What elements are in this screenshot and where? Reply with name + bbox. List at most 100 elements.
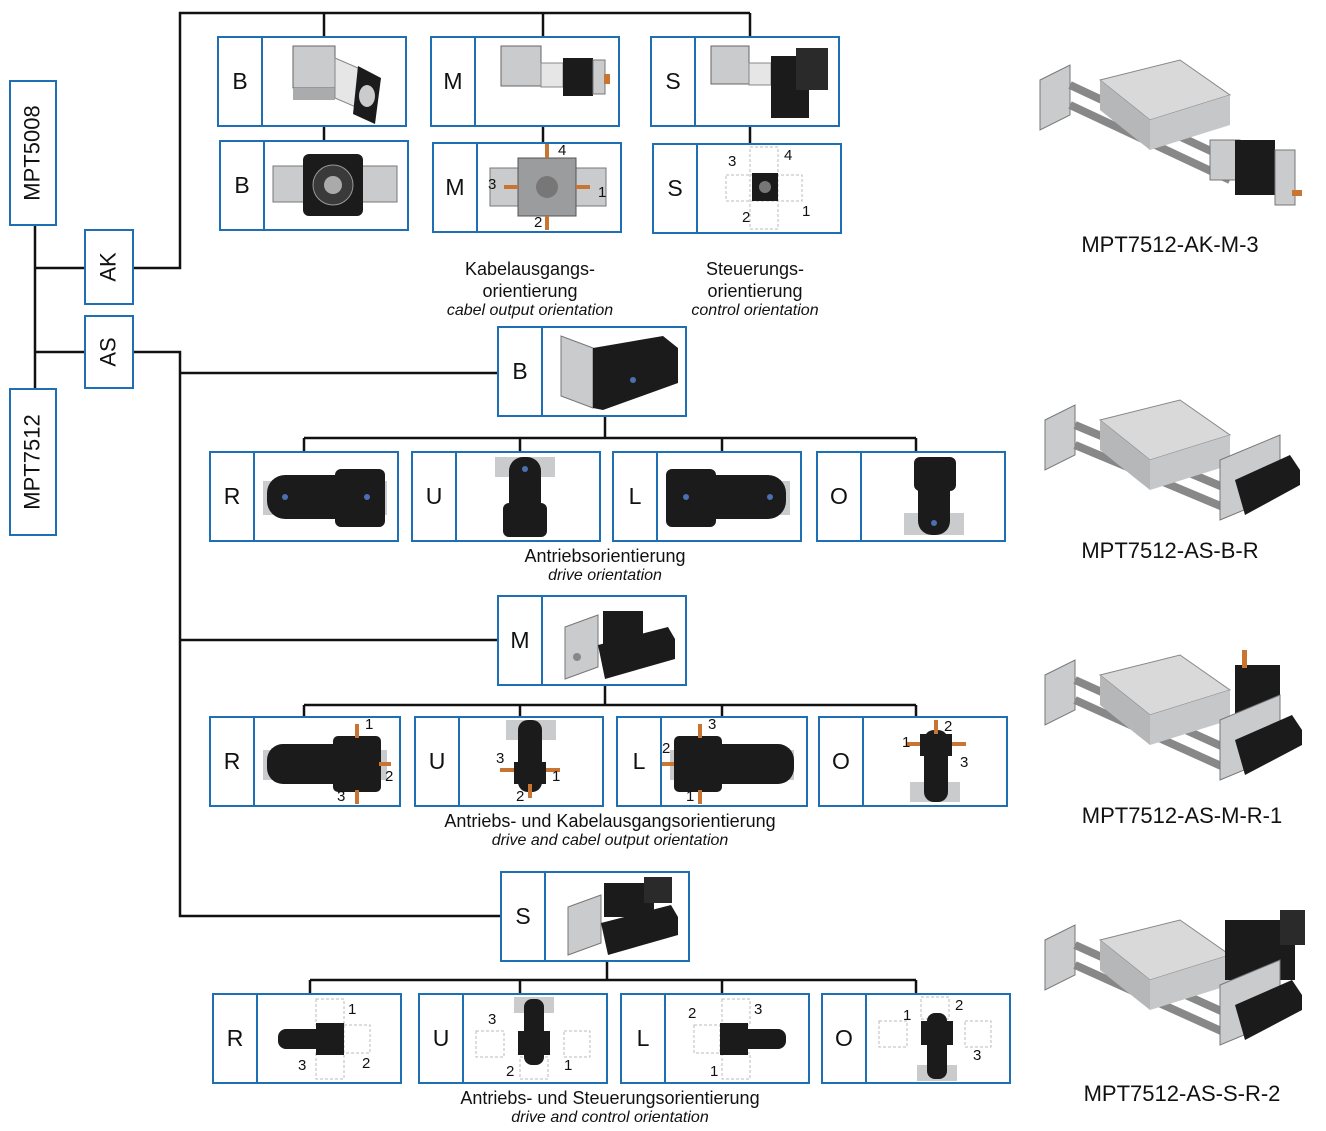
as-s-orientation-o: O 2 1 3	[821, 993, 1011, 1084]
orientation-number: 4	[784, 147, 792, 164]
as-m-orientation-l: L 3 2 1	[616, 716, 808, 807]
orientation-code: R	[214, 995, 258, 1082]
orientation-number: 3	[728, 153, 736, 170]
branch-label: AK	[96, 252, 122, 281]
orientation-number: 1	[552, 768, 560, 785]
as-variant-b: B	[497, 326, 687, 417]
variant-code: M	[434, 144, 478, 231]
orientation-number: 3	[960, 754, 968, 771]
orientation-number: 2	[385, 768, 393, 785]
variant-code: M	[432, 38, 476, 125]
branch-as: AS	[84, 315, 134, 389]
as-s-orientation-u: U 3 1 2	[418, 993, 608, 1084]
as-s-orientation-r: R 1 3 2	[212, 993, 402, 1084]
belt-drive-image	[543, 328, 685, 415]
product-label: MPT7512-AS-B-R	[1040, 538, 1300, 564]
gearbox-front-image	[265, 142, 407, 229]
orientation-code: L	[614, 453, 658, 540]
product-label: MPT7512-AS-M-R-1	[1052, 803, 1312, 829]
variant-code: M	[499, 597, 543, 684]
orientation-number: 2	[742, 209, 750, 226]
caption-en: drive and control orientation	[400, 1109, 820, 1127]
drive-u-image	[457, 453, 599, 540]
root-mpt7512: MPT7512	[9, 388, 57, 536]
orientation-code: O	[823, 995, 867, 1082]
ak-front-b: B	[219, 140, 409, 231]
ak-variant-s: S	[650, 36, 840, 127]
variant-code: B	[499, 328, 543, 415]
motor-front-image: 4 3 1 2	[478, 144, 620, 231]
as-b-orientation-l: L	[612, 451, 802, 542]
caption-de: Antriebsorientierung	[524, 546, 685, 566]
caption-de: Kabelausgangs- orientierung	[465, 259, 595, 301]
ak-front-s: S 3 4 2 1	[652, 143, 842, 234]
product-label: MPT7512-AS-S-R-2	[1052, 1081, 1312, 1107]
root-label: MPT5008	[20, 105, 46, 200]
root-label: MPT7512	[20, 414, 46, 509]
orientation-number: 2	[516, 788, 524, 805]
ak-front-m: M 4 3 1 2	[432, 142, 622, 233]
ak-variant-b: B	[217, 36, 407, 127]
drive-cable-o-image: 2 1 3	[864, 718, 1006, 805]
drive-control-r-image: 1 3 2	[258, 995, 400, 1082]
as-m-orientation-r: R 1 2 3	[209, 716, 401, 807]
orientation-number: 1	[686, 788, 694, 805]
orientation-code: O	[820, 718, 864, 805]
orientation-number: 3	[488, 1011, 496, 1028]
orientation-number: 1	[802, 203, 810, 220]
drive-o-image	[862, 453, 1004, 540]
drive-r-image	[255, 453, 397, 540]
as-b-orientation-r: R	[209, 451, 399, 542]
orientation-number: 1	[564, 1057, 572, 1074]
orientation-number: 2	[362, 1055, 370, 1072]
orientation-number: 2	[955, 997, 963, 1014]
orientation-code: R	[211, 453, 255, 540]
product-image-ak-m-3	[1030, 40, 1310, 225]
as-m-caption: Antriebs- und Kabelausgangsorientierung …	[400, 810, 820, 850]
orientation-number: 3	[488, 176, 496, 193]
motor-drive-image	[543, 597, 685, 684]
orientation-code: U	[413, 453, 457, 540]
variant-code: B	[219, 38, 263, 125]
variant-code: B	[221, 142, 265, 229]
orientation-code: L	[618, 718, 662, 805]
product-label: MPT7512-AK-M-3	[1040, 232, 1300, 258]
as-b-caption: Antriebsorientierung drive orientation	[430, 545, 780, 585]
orientation-number: 3	[298, 1057, 306, 1074]
drive-control-o-image: 2 1 3	[867, 995, 1009, 1082]
orientation-number: 4	[558, 144, 566, 159]
orientation-code: L	[622, 995, 666, 1082]
control-motor-image	[696, 38, 838, 125]
product-image-as-s-r-2	[1030, 900, 1310, 1060]
caption-de: Steuerungs- orientierung	[706, 259, 804, 301]
orientation-code: R	[211, 718, 255, 805]
variant-code: S	[654, 145, 698, 232]
product-image-as-b-r	[1030, 375, 1310, 535]
orientation-number: 2	[534, 214, 542, 231]
drive-control-l-image: 2 3 1	[666, 995, 808, 1082]
variant-code: S	[652, 38, 696, 125]
orientation-code: U	[420, 995, 464, 1082]
caption-en: drive orientation	[430, 567, 780, 585]
gearbox-image	[263, 38, 405, 125]
as-variant-m: M	[497, 595, 687, 686]
drive-l-image	[658, 453, 800, 540]
root-mpt5008: MPT5008	[9, 80, 57, 226]
as-b-orientation-o: O	[816, 451, 1006, 542]
orientation-code: O	[818, 453, 862, 540]
drive-cable-l-image: 3 2 1	[662, 718, 806, 805]
orientation-number: 2	[506, 1063, 514, 1080]
control-front-image: 3 4 2 1	[698, 145, 840, 232]
orientation-number: 3	[496, 750, 504, 767]
branch-label: AS	[96, 337, 122, 366]
orientation-number: 1	[710, 1063, 718, 1080]
drive-cable-r-image: 1 2 3	[255, 718, 399, 805]
caption-de: Antriebs- und Steuerungsorientierung	[460, 1088, 759, 1108]
orientation-number: 2	[944, 718, 952, 735]
caption-en: control orientation	[655, 302, 855, 320]
drive-cable-u-image: 3 1 2	[460, 718, 602, 805]
caption-en: cabel output orientation	[420, 302, 640, 320]
as-variant-s: S	[500, 871, 690, 962]
orientation-number: 1	[903, 1007, 911, 1024]
variant-code: S	[502, 873, 546, 960]
